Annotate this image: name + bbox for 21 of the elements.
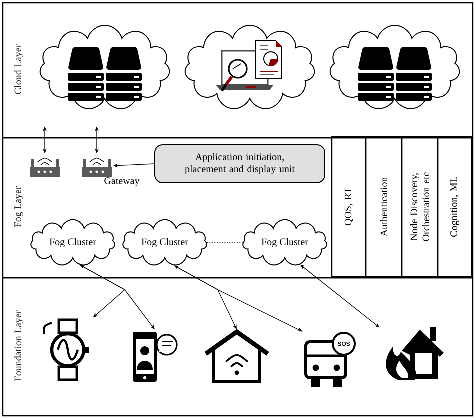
smartwatch-icon [43, 318, 89, 382]
function-column: QOS, RT [331, 136, 367, 278]
smart-home-icon [204, 329, 270, 384]
function-column: Cognition, ML [437, 136, 473, 278]
function-column: Node Discovery, Orchestration etc [401, 136, 439, 278]
server-cloud-drawing [330, 25, 460, 110]
process-box: Application initiation, placement and display unit [154, 144, 326, 184]
fog-cluster-cloud: Fog Cluster [242, 219, 328, 266]
dotted-line [206, 242, 244, 244]
function-column: Authentication [365, 136, 403, 278]
phone-icon [133, 332, 178, 382]
fog-cluster-cloud: Fog Cluster [30, 219, 116, 266]
fog-cluster-cloud: Fog Cluster [122, 219, 208, 266]
bus-icon [304, 332, 356, 387]
gateway-label: Gateway [104, 178, 140, 186]
burning-house-icon [386, 326, 444, 380]
laptop-cloud-drawing [184, 25, 316, 110]
router-icon [30, 158, 60, 177]
server-cloud-drawing [40, 25, 170, 110]
layer-band: Cloud Layer [2, 2, 474, 139]
router-icon [82, 158, 112, 177]
